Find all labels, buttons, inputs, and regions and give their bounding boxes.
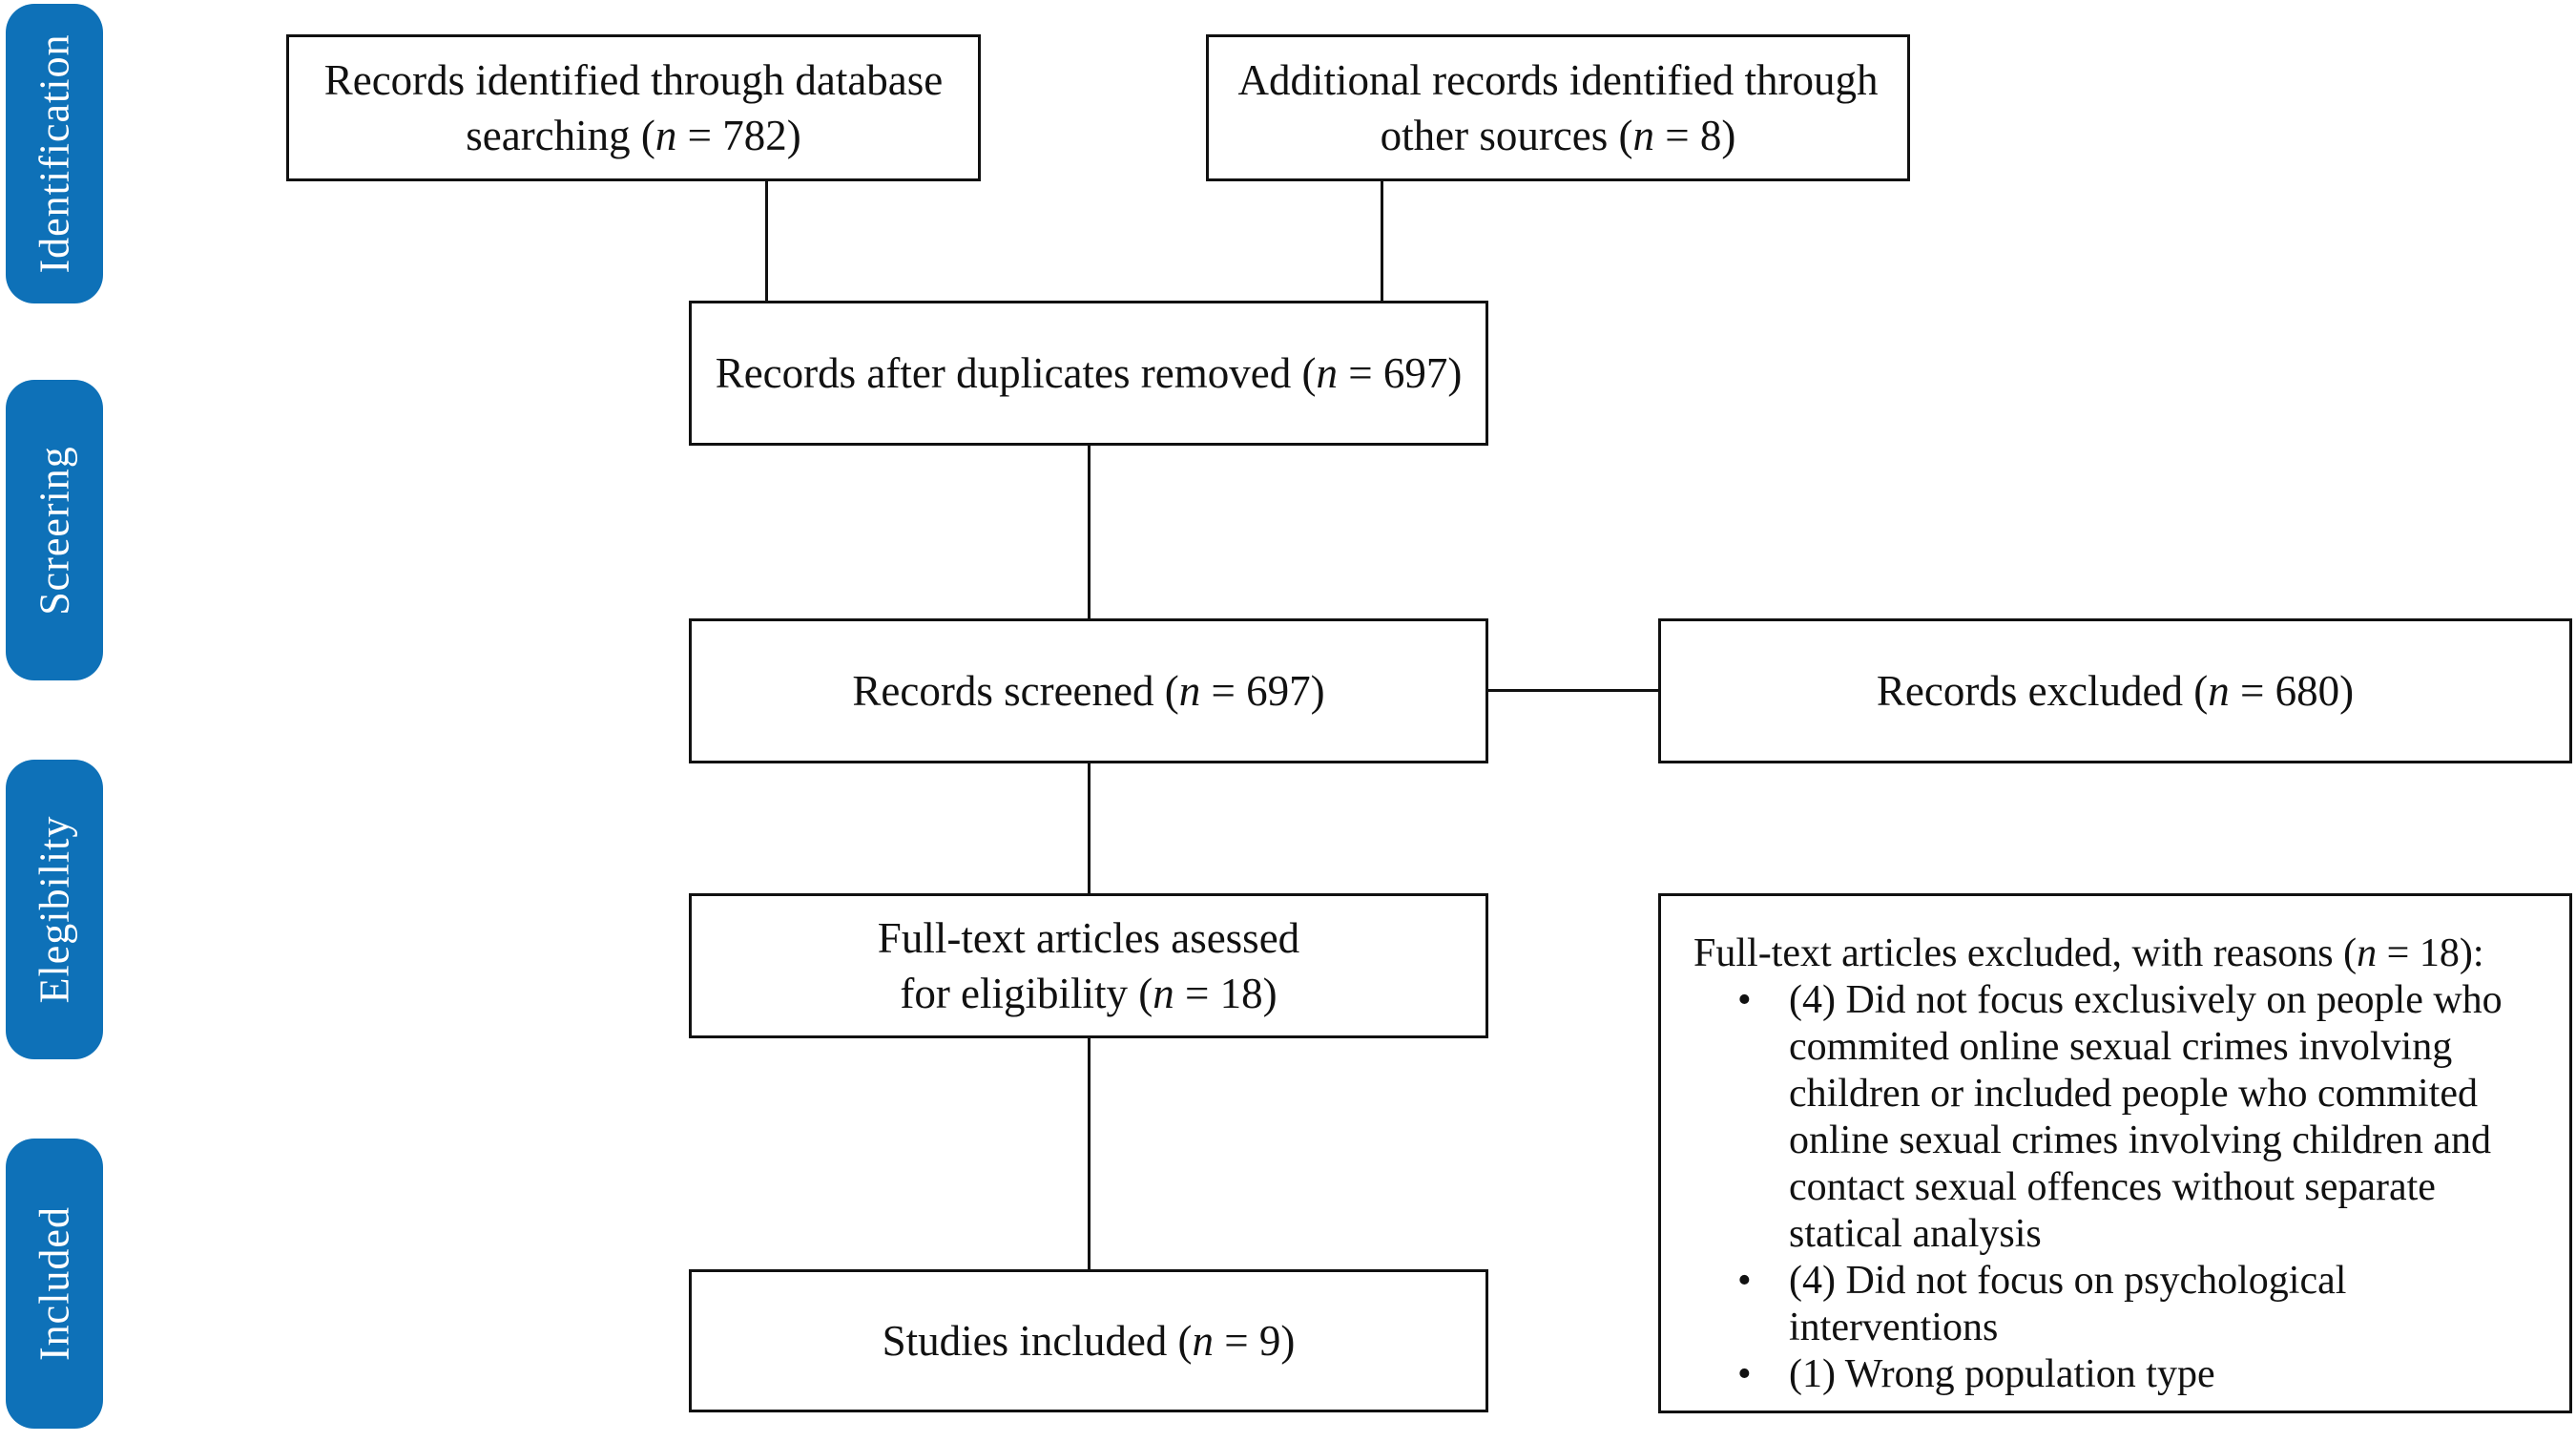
box-studies-included: Studies included (n = 9) (689, 1269, 1488, 1412)
box-records-identified: Records identified through database searc… (286, 34, 981, 181)
exclusion-reasons-list: (4) Did not focus exclusively on people … (1693, 977, 2503, 1398)
box-duplicates-removed: Records after duplicates removed (n = 69… (689, 301, 1488, 446)
stage-pill-identification: Identification (6, 4, 103, 303)
box-text-line: Records screened (n = 697) (852, 667, 1325, 715)
box-fulltext-excluded-reasons: Full-text articles excluded, with reason… (1658, 893, 2572, 1413)
box-text-line: other sources (n = 8) (1380, 112, 1736, 159)
box-text-line: Studies included (n = 9) (882, 1317, 1296, 1365)
exclusion-reason-item: (1) Wrong population type (1693, 1351, 2503, 1398)
stage-label-identification: Identification (31, 33, 78, 274)
box-records-screened: Records screened (n = 697) (689, 618, 1488, 763)
connector-fulltext-to-included (1088, 1036, 1091, 1271)
exclusion-reasons-title: Full-text articles excluded, with reason… (1693, 931, 2484, 975)
box-additional-records: Additional records identified through oth… (1206, 34, 1910, 181)
stage-pill-screening: Screering (6, 380, 103, 680)
stage-label-eligibility: Elegibility (31, 815, 78, 1004)
exclusion-reason-item: (4) Did not focus on psychologicalinterv… (1693, 1258, 2503, 1351)
connector-additional-to-dedup (1381, 181, 1383, 303)
box-text-line: for eligibility (n = 18) (900, 970, 1278, 1017)
connector-dedup-to-screened (1088, 444, 1091, 620)
connector-screened-to-excluded (1486, 689, 1660, 692)
box-text-line: Additional records identified through (1237, 56, 1879, 104)
box-text-line: Records excluded (n = 680) (1876, 667, 2355, 715)
box-fulltext-assessed: Full-text articles asessed for eligibilit… (689, 893, 1488, 1038)
stage-label-screening: Screering (31, 445, 78, 616)
box-text-line: Records after duplicates removed (n = 69… (715, 349, 1463, 397)
exclusion-reason-item: (4) Did not focus exclusively on people … (1693, 977, 2503, 1258)
box-text-line: Records identified through database (323, 56, 944, 104)
stage-label-included: Included (31, 1206, 78, 1361)
stage-pill-included: Included (6, 1139, 103, 1429)
connector-identified-to-dedup (765, 181, 768, 303)
connector-screened-to-fulltext (1088, 762, 1091, 895)
box-records-excluded: Records excluded (n = 680) (1658, 618, 2572, 763)
box-text-line: Full-text articles asessed (877, 914, 1300, 962)
stage-pill-eligibility: Elegibility (6, 760, 103, 1059)
box-text-line: searching (n = 782) (466, 112, 801, 159)
